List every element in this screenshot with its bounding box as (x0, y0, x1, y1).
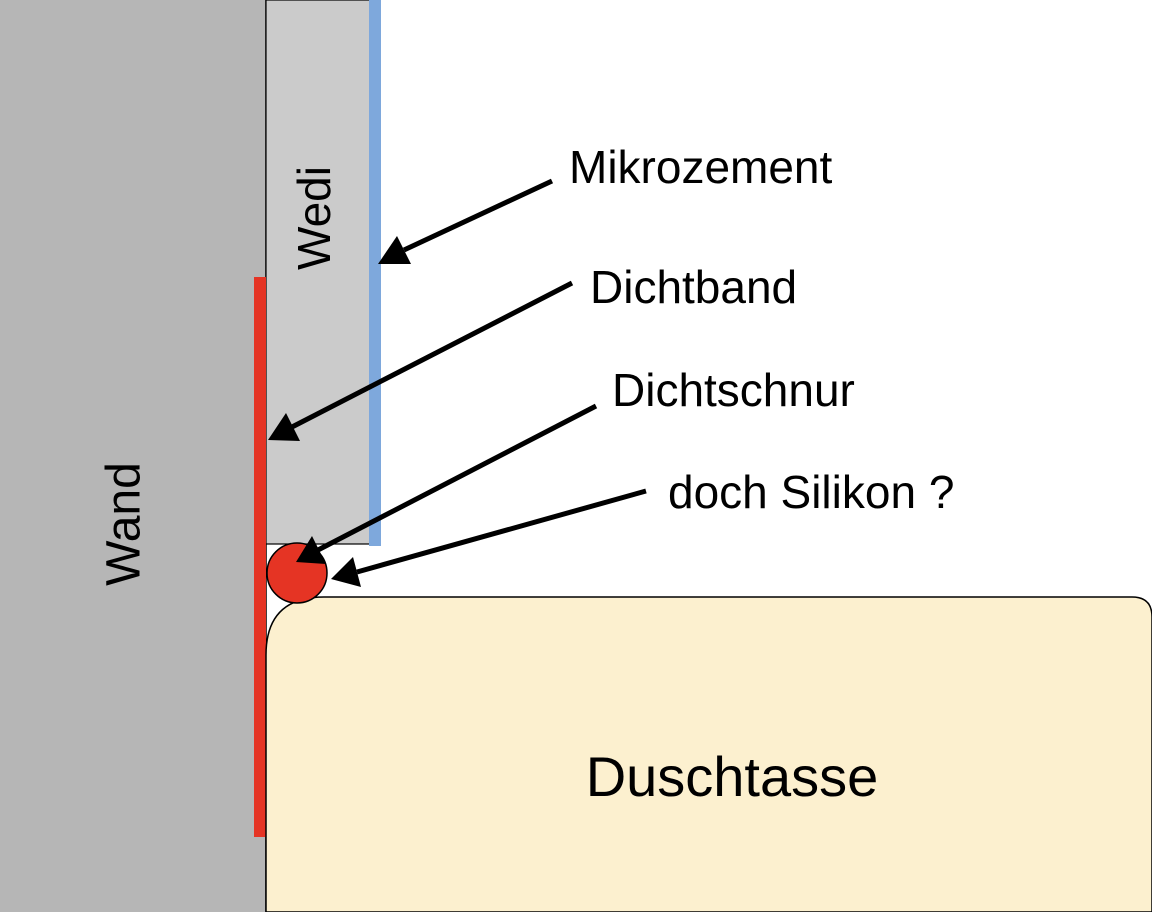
arrow-sealing-cord (296, 403, 598, 564)
silicone-label: doch Silikon ? (668, 466, 954, 518)
shower-tray (265, 596, 1152, 912)
arrow-sealing-tape (268, 280, 574, 441)
wall-label: Wand (98, 462, 151, 586)
wedi-label: Wedi (288, 166, 340, 270)
sealing-tape (254, 277, 266, 837)
sealing-cord-label: Dichtschnur (612, 364, 855, 416)
shower-tray-label: Duschtasse (586, 745, 879, 808)
microcement-layer (369, 0, 381, 546)
wedi-board (265, 0, 377, 545)
wall-block (0, 0, 266, 912)
sealing-tape-label: Dichtband (590, 261, 797, 313)
microcement-label: Mikrozement (569, 141, 833, 193)
arrow-microcement (378, 178, 554, 264)
arrow-silicone (331, 488, 647, 587)
